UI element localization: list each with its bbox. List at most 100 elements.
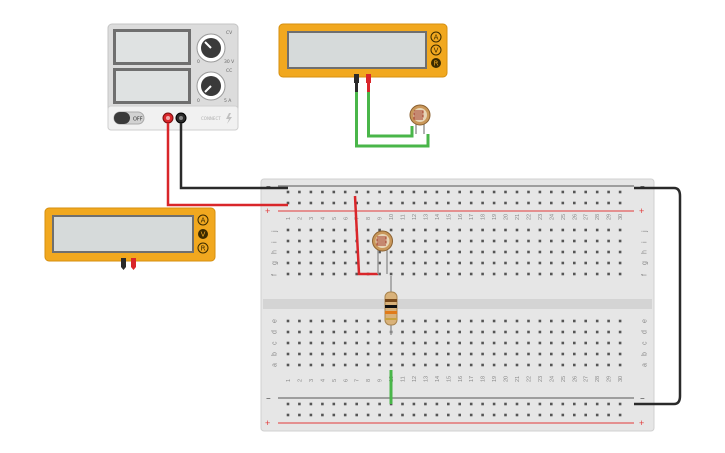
rail-hole[interactable]	[447, 402, 450, 406]
hole-j20[interactable]	[504, 228, 507, 232]
top-multimeter[interactable]: A V R	[278, 23, 448, 83]
hole-d15[interactable]	[447, 330, 450, 334]
hole-h5[interactable]	[332, 250, 336, 254]
hole-h15[interactable]	[447, 250, 450, 254]
hole-g10[interactable]	[389, 261, 393, 265]
hole-a3[interactable]	[309, 363, 313, 367]
rail-hole[interactable]	[321, 402, 324, 406]
rail-hole[interactable]	[343, 190, 347, 194]
rail-hole[interactable]	[515, 413, 519, 417]
rail-hole[interactable]	[481, 201, 484, 205]
hole-c2[interactable]	[298, 341, 301, 345]
wire-red-psu-to-rail[interactable]	[166, 123, 288, 207]
photoresistor-test[interactable]	[409, 104, 431, 134]
power-switch[interactable]: OFF	[113, 111, 145, 125]
hole-g30[interactable]	[618, 261, 622, 265]
hole-b5[interactable]	[332, 352, 336, 356]
hole-c9[interactable]	[378, 341, 381, 345]
hole-c22[interactable]	[527, 341, 530, 345]
hole-e30[interactable]	[618, 319, 622, 323]
hole-j18[interactable]	[481, 228, 484, 232]
hole-f3[interactable]	[309, 272, 313, 276]
hole-d18[interactable]	[481, 330, 484, 334]
rail-hole[interactable]	[424, 190, 427, 194]
rail-hole[interactable]	[458, 201, 461, 205]
hole-g20[interactable]	[504, 261, 507, 265]
hole-b9[interactable]	[378, 352, 381, 356]
top-multimeter-mode-a[interactable]: A	[430, 31, 442, 43]
hole-i20[interactable]	[504, 239, 507, 243]
hole-g18[interactable]	[481, 261, 484, 265]
hole-h1[interactable]	[286, 250, 290, 254]
rail-hole[interactable]	[366, 190, 370, 194]
hole-c3[interactable]	[309, 341, 313, 345]
rail-hole[interactable]	[515, 190, 519, 194]
resistor[interactable]	[384, 276, 398, 335]
hole-h25[interactable]	[561, 250, 565, 254]
hole-i17[interactable]	[469, 239, 473, 243]
rail-hole[interactable]	[298, 413, 301, 417]
hole-b13[interactable]	[424, 352, 427, 356]
rail-hole[interactable]	[504, 402, 507, 406]
hole-f25[interactable]	[561, 272, 565, 276]
hole-b15[interactable]	[447, 352, 450, 356]
rail-hole[interactable]	[286, 413, 290, 417]
hole-g17[interactable]	[469, 261, 473, 265]
hole-b28[interactable]	[595, 352, 599, 356]
hole-c21[interactable]	[515, 341, 519, 345]
rail-hole[interactable]	[538, 201, 542, 205]
rail-hole[interactable]	[378, 413, 381, 417]
hole-g8[interactable]	[366, 261, 370, 265]
hole-j3[interactable]	[309, 228, 313, 232]
hole-j27[interactable]	[584, 228, 587, 232]
left-multimeter-mode-a[interactable]: A	[197, 214, 209, 226]
hole-a24[interactable]	[550, 363, 553, 367]
rail-hole[interactable]	[332, 190, 336, 194]
hole-d8[interactable]	[366, 330, 370, 334]
hole-h22[interactable]	[527, 250, 530, 254]
rail-hole[interactable]	[573, 201, 576, 205]
hole-g4[interactable]	[321, 261, 324, 265]
wire-red-rail-to-ldr[interactable]	[353, 195, 378, 276]
hole-a10[interactable]	[389, 363, 393, 367]
hole-a22[interactable]	[527, 363, 530, 367]
hole-b11[interactable]	[401, 352, 404, 356]
hole-d14[interactable]	[435, 330, 439, 334]
rail-hole[interactable]	[618, 413, 622, 417]
hole-a4[interactable]	[321, 363, 324, 367]
rail-hole[interactable]	[561, 201, 565, 205]
rail-hole[interactable]	[469, 201, 473, 205]
hole-c15[interactable]	[447, 341, 450, 345]
hole-c11[interactable]	[401, 341, 404, 345]
rail-hole[interactable]	[573, 413, 576, 417]
hole-c1[interactable]	[286, 341, 290, 345]
rail-hole[interactable]	[389, 190, 393, 194]
hole-c14[interactable]	[435, 341, 439, 345]
hole-j1[interactable]	[286, 228, 290, 232]
hole-f4[interactable]	[321, 272, 324, 276]
hole-a9[interactable]	[378, 363, 381, 367]
rail-hole[interactable]	[607, 201, 610, 205]
hole-j2[interactable]	[298, 228, 301, 232]
rail-hole[interactable]	[458, 402, 461, 406]
hole-h21[interactable]	[515, 250, 519, 254]
power-supply[interactable]: 30 V 0 CV 5 A 0 CC OFF CONNECT	[107, 23, 239, 131]
hole-g29[interactable]	[607, 261, 610, 265]
hole-g5[interactable]	[332, 261, 336, 265]
hole-b3[interactable]	[309, 352, 313, 356]
hole-h10[interactable]	[389, 250, 393, 254]
rail-hole[interactable]	[504, 413, 507, 417]
rail-hole[interactable]	[389, 413, 393, 417]
hole-d5[interactable]	[332, 330, 336, 334]
hole-c5[interactable]	[332, 341, 336, 345]
hole-c10[interactable]	[389, 341, 393, 345]
rail-hole[interactable]	[607, 190, 610, 194]
hole-i5[interactable]	[332, 239, 336, 243]
hole-i30[interactable]	[618, 239, 622, 243]
hole-e27[interactable]	[584, 319, 587, 323]
rail-hole[interactable]	[366, 201, 370, 205]
rail-hole[interactable]	[538, 190, 542, 194]
hole-h8[interactable]	[366, 250, 370, 254]
hole-a5[interactable]	[332, 363, 336, 367]
hole-e24[interactable]	[550, 319, 553, 323]
